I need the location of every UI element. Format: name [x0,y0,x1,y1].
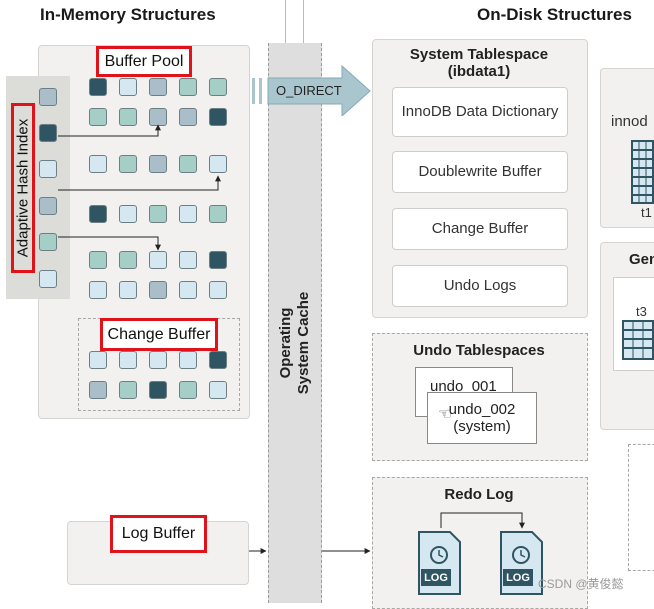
hash-pointer-2 [58,175,221,191]
buffer-page [89,108,107,126]
hash-index-entry [39,233,57,251]
buffer-page [119,108,137,126]
buffer-page [149,78,167,96]
buffer-page [149,351,167,369]
buffer-page [119,205,137,223]
buffer-page [209,108,227,126]
partial-dashed-panel [628,444,654,571]
redo-log-title: Redo Log [444,486,514,503]
hash-index-entry [39,124,57,142]
buffer-page [179,78,197,96]
buffer-page [179,281,197,299]
hand-cursor-icon: ☜ [438,406,453,423]
change-buffer-label: Change Buffer [100,318,218,351]
hash-index-entry [39,197,57,215]
on-disk-header: On-Disk Structures [477,5,632,24]
hash-index-entry [39,160,57,178]
buffer-page [149,155,167,173]
buffer-page [179,155,197,173]
general-partial-label: Gen [629,251,654,268]
buffer-page [89,78,107,96]
buffer-page [89,281,107,299]
redo-log-file-1-icon [418,531,461,595]
doublewrite-buffer-box: Doublewrite Buffer [392,151,568,193]
buffer-page [209,351,227,369]
buffer-page [89,155,107,173]
undo-logs-box: Undo Logs [392,265,568,307]
buffer-page [209,381,227,399]
buffer-page [89,251,107,269]
buffer-page [209,155,227,173]
t1-label: t1 [641,205,652,220]
buffer-page [179,251,197,269]
buffer-page [149,205,167,223]
buffer-page [209,251,227,269]
buffer-page [179,351,197,369]
buffer-page [149,281,167,299]
log-buffer-label: Log Buffer [110,515,207,553]
hash-pointer-3 [58,236,161,251]
buffer-page [89,381,107,399]
top-line-right [303,0,304,43]
buffer-page [179,205,197,223]
t3-label: t3 [636,304,647,319]
watermark: CSDN @黄俊懿 [538,577,624,591]
adaptive-hash-index-label: Adaptive Hash Index [11,103,35,273]
innodb-partial-label: innod [611,113,648,130]
buffer-page [89,351,107,369]
buffer-page [149,381,167,399]
buffer-pool-label: Buffer Pool [96,46,192,77]
o-direct-label: O_DIRECT [276,83,342,98]
buffer-page [179,108,197,126]
in-memory-header: In-Memory Structures [40,5,216,24]
data-dictionary-box: InnoDB Data Dictionary [392,87,568,137]
undo-002-file: undo_002(system) [427,392,537,444]
buffer-page [209,205,227,223]
buffer-page [119,351,137,369]
buffer-page [149,251,167,269]
redo-log-file-1-label: LOG [424,572,448,584]
system-change-buffer-box: Change Buffer [392,208,568,250]
top-line-left [285,0,286,43]
redo-log-file-2-label: LOG [506,572,530,584]
buffer-page [209,78,227,96]
hash-index-entry [39,270,57,288]
hash-pointer-1 [58,124,161,137]
buffer-page [179,381,197,399]
table-t1-icon [631,140,654,204]
buffer-page [119,155,137,173]
redo-log-icons [418,512,543,595]
o-direct-arrow [252,64,371,116]
system-tablespace-title: System Tablespace(ibdata1) [409,46,549,80]
redo-log-panel [372,477,588,609]
buffer-page [209,281,227,299]
buffer-page [119,78,137,96]
redo-log-file-2-icon [500,531,543,595]
buffer-page [119,251,137,269]
undo-tablespaces-title: Undo Tablespaces [413,342,545,359]
buffer-page [119,381,137,399]
buffer-page [89,205,107,223]
hash-index-entry [39,88,57,106]
table-t3-icon [622,320,654,360]
buffer-page [119,281,137,299]
